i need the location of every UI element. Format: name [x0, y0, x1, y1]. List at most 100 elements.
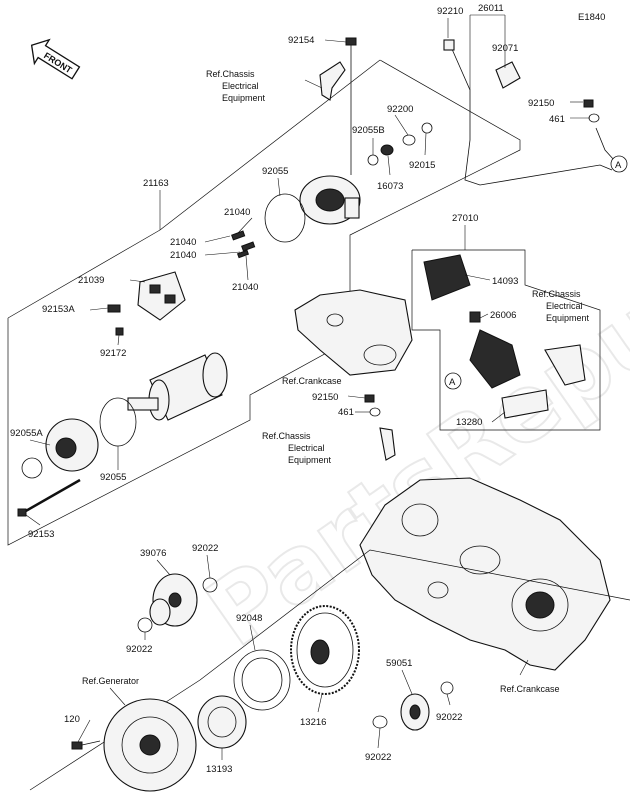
bolt-92150-mid-icon	[364, 394, 375, 403]
reference-labels: Ref.Chassis Electrical Equipment Ref.Cha…	[82, 69, 590, 694]
label-92172: 92172	[100, 348, 126, 359]
label-461-top: 461	[549, 114, 565, 125]
screw-92172-icon	[115, 327, 124, 336]
ref-chassis-right-2: Electrical	[546, 301, 583, 311]
bolt-120-icon	[71, 741, 83, 750]
nut-16073-icon	[380, 144, 394, 156]
label-13216: 13216	[300, 717, 326, 728]
label-26011: 26011	[478, 3, 504, 14]
label-92022-a: 92022	[192, 543, 218, 554]
label-92022-d: 92022	[365, 752, 391, 763]
label-92015: 92015	[409, 160, 435, 171]
starter-gear-13216-icon	[290, 605, 360, 695]
starter-cable-26011-icon	[447, 39, 613, 186]
label-92055b: 92055B	[352, 125, 385, 136]
washer-461-mid-icon	[369, 407, 381, 417]
o-ring-92055-icon	[264, 193, 306, 243]
starter-relay-14093-icon	[423, 254, 471, 301]
starter-end-cover-icon	[299, 175, 361, 225]
label-92071: 92071	[492, 43, 518, 54]
nut-92200-icon	[402, 134, 416, 146]
o-ring-92055b-icon	[99, 397, 137, 447]
ref-chassis-top-2: Electrical	[222, 81, 259, 91]
washer-92055b-icon	[367, 154, 379, 166]
label-92022-b: 92022	[126, 644, 152, 655]
label-21040-c: 21040	[170, 250, 196, 261]
o-ring-92055a-icon	[21, 457, 43, 479]
ref-chassis-mid-3: Equipment	[288, 455, 332, 465]
starter-front-bracket-icon	[45, 418, 99, 472]
label-59051: 59051	[386, 658, 412, 669]
label-13193: 13193	[206, 764, 232, 775]
label-92153a: 92153A	[42, 304, 75, 315]
label-21040-b: 21040	[170, 237, 196, 248]
label-92200: 92200	[387, 104, 413, 115]
label-92055-low: 92055	[100, 472, 126, 483]
label-92022-c: 92022	[436, 712, 462, 723]
ref-chassis-mid-1: Ref.Chassis	[262, 431, 311, 441]
label-92055-top: 92055	[262, 166, 288, 177]
label-13280: 13280	[456, 417, 482, 428]
leader-lines	[25, 14, 590, 760]
grommet-92210-icon	[443, 39, 455, 51]
outline-edge-top	[159, 59, 381, 231]
relay-bracket-icon	[544, 344, 586, 386]
screw-92153a-icon	[107, 304, 121, 313]
label-92153: 92153	[28, 529, 54, 540]
wire-bracket-icon	[319, 61, 346, 101]
label-16073: 16073	[377, 181, 403, 192]
label-21039: 21039	[78, 275, 104, 286]
crankcase-cover-part-icon	[294, 289, 413, 376]
brush-21040-icon	[231, 230, 256, 259]
label-461-mid: 461	[338, 407, 354, 418]
cap-92071-icon	[495, 61, 521, 89]
long-bolt-92153-icon	[17, 478, 81, 517]
part-labels: 92154 92210 26011 92071 92200 92055B 160…	[10, 3, 565, 775]
label-39076: 39076	[140, 548, 166, 559]
washer-92022-b-icon	[137, 617, 153, 633]
brush-holder-21039-icon	[137, 271, 186, 321]
plate-92048-icon	[233, 649, 291, 711]
outline-edge-left	[7, 229, 161, 319]
callout-a-relay	[444, 372, 462, 390]
idle-gear-39076-icon	[149, 573, 198, 627]
relay-26006-icon	[469, 311, 521, 389]
ref-chassis-top-3: Equipment	[222, 93, 266, 103]
ref-crankcase-top: Ref.Crankcase	[282, 376, 342, 386]
relay-cover-13280-icon	[501, 389, 549, 419]
washer-92022-d-icon	[372, 715, 388, 729]
cable-end-icon	[595, 127, 615, 161]
callout-a-relay-label: A	[449, 377, 456, 388]
label-26006: 26006	[490, 310, 516, 321]
callout-a-top	[610, 155, 628, 173]
one-way-clutch-13193-icon	[197, 695, 247, 749]
ref-chassis-mid-2: Electrical	[288, 443, 325, 453]
ref-chassis-right-1: Ref.Chassis	[532, 289, 581, 299]
starter-motor-body-icon	[127, 352, 228, 421]
ref-crankcase-bottom: Ref.Crankcase	[500, 684, 560, 694]
label-92048: 92048	[236, 613, 262, 624]
ref-generator: Ref.Generator	[82, 676, 139, 686]
cable-terminal-icon	[379, 427, 396, 461]
label-92150-mid: 92150	[312, 392, 338, 403]
label-27010: 27010	[452, 213, 478, 224]
callout-a-top-label: A	[615, 160, 622, 171]
label-92150-top: 92150	[528, 98, 554, 109]
generator-rotor-icon	[103, 698, 197, 792]
ref-chassis-top-1: Ref.Chassis	[206, 69, 255, 79]
diagram-code: E1840	[578, 12, 605, 23]
washer-461-top-icon	[588, 113, 600, 123]
label-21163: 21163	[143, 178, 169, 189]
washer-92015-icon	[421, 122, 433, 134]
label-92154: 92154	[288, 35, 314, 46]
label-21040-a: 21040	[224, 207, 250, 218]
label-14093: 14093	[492, 276, 518, 287]
front-arrow-icon: FRONT	[30, 38, 81, 80]
ref-chassis-right-3: Equipment	[546, 313, 590, 323]
bolt-92150-top-icon	[583, 99, 594, 108]
washer-92022-c-icon	[440, 681, 454, 695]
label-92055a: 92055A	[10, 428, 43, 439]
gear-59051-icon	[400, 693, 430, 731]
label-21040-d: 21040	[232, 282, 258, 293]
